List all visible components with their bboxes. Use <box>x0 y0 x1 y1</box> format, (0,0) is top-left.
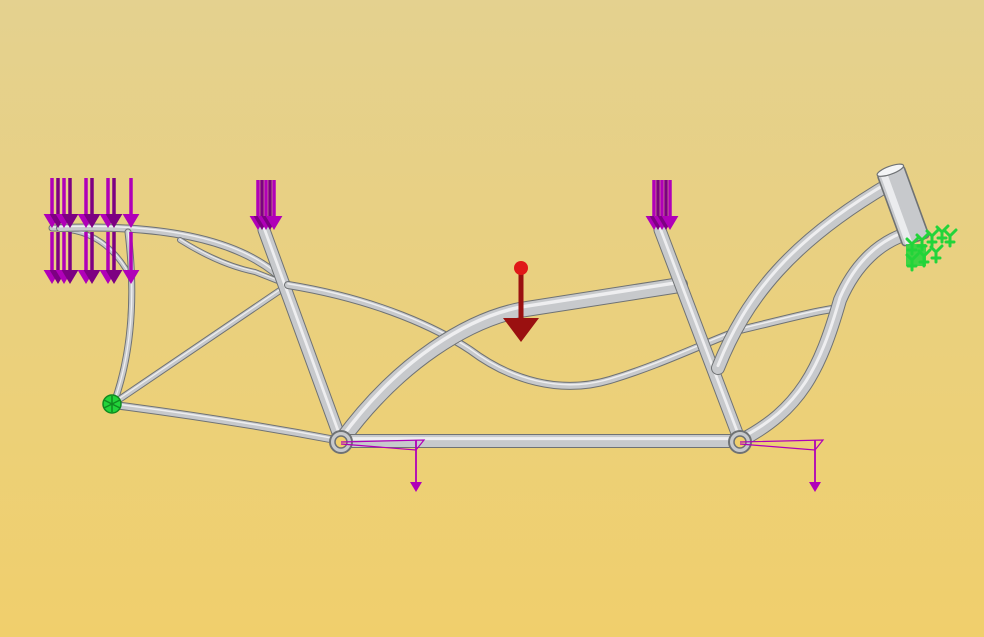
gravity-load <box>503 261 539 342</box>
long-curved-stay <box>284 281 844 390</box>
load-arrow <box>265 180 283 230</box>
bottom-bridge <box>334 434 747 448</box>
fixtures <box>102 224 958 414</box>
load-arrow <box>105 178 123 228</box>
load-arrow <box>61 232 79 284</box>
load-arrow <box>661 180 679 230</box>
load-arrows <box>43 178 825 492</box>
rear-seat-load <box>249 180 283 230</box>
front-down-tube <box>733 225 920 448</box>
point-load-arrow <box>410 440 422 492</box>
load-arrow <box>122 178 140 228</box>
load-arrow <box>122 232 140 284</box>
head-tube <box>876 163 930 247</box>
rear-rack-load <box>43 178 140 284</box>
chain-stay <box>110 401 345 445</box>
front-top-tube <box>711 171 907 375</box>
front-seat-load <box>645 180 679 230</box>
point-load-arrow <box>809 440 821 492</box>
load-arrow <box>83 232 101 284</box>
rear-bb-load <box>340 439 426 492</box>
load-arrow <box>61 178 79 228</box>
load-arrow <box>83 178 101 228</box>
rear-triangle-brace <box>110 281 292 407</box>
rear-dropout-fixture <box>102 394 122 414</box>
load-arrow <box>105 232 123 284</box>
front-bb-load <box>739 439 825 492</box>
upper-curved-stay-inner <box>177 237 291 288</box>
bicycle-frame <box>48 163 930 454</box>
rear-seat-tube <box>257 223 348 448</box>
front-seat-tube <box>653 223 747 448</box>
down-tube <box>333 277 688 449</box>
head-tube-fixture <box>905 224 958 272</box>
